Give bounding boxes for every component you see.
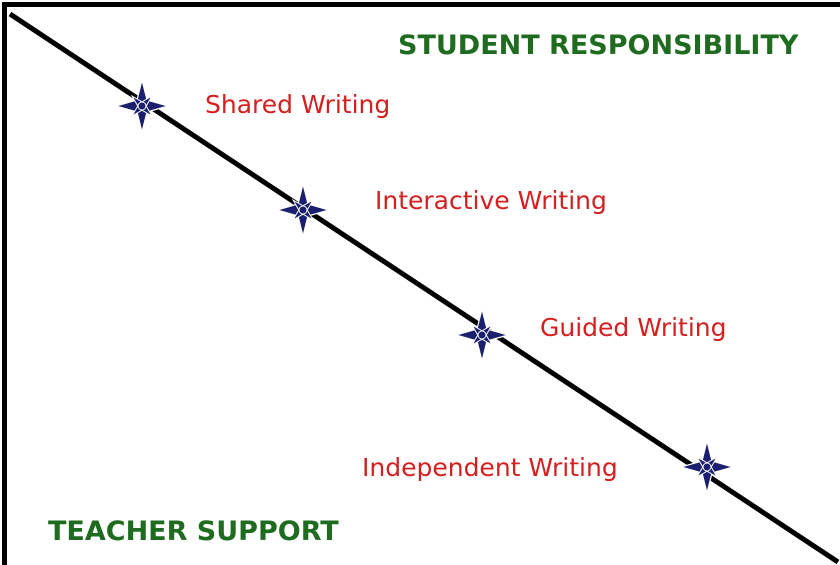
stage-label-interactive-writing: Interactive Writing: [375, 186, 607, 215]
stage-label-guided-writing: Guided Writing: [540, 313, 727, 342]
stage-label-independent-writing: Independent Writing: [362, 453, 618, 482]
compass-star-icon: [276, 183, 330, 237]
stage-label-shared-writing: Shared Writing: [205, 90, 390, 119]
student-responsibility-label: STUDENT RESPONSIBILITY: [398, 30, 799, 61]
teacher-support-label: TEACHER SUPPORT: [48, 516, 339, 547]
